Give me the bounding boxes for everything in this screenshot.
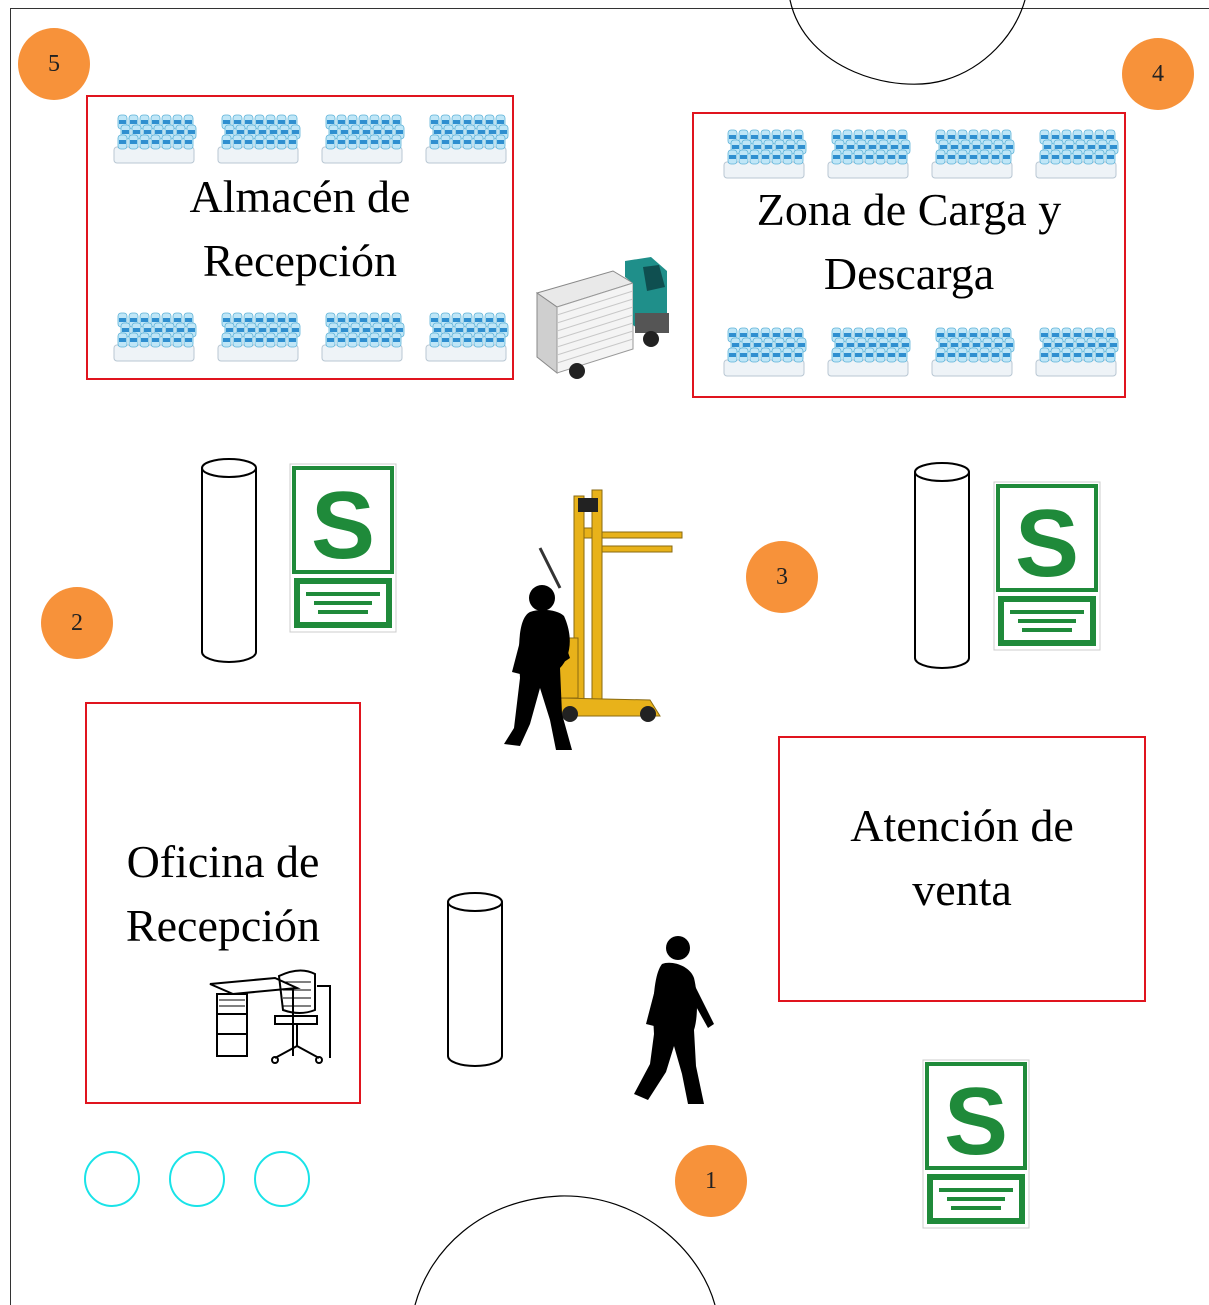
forklift-worker-icon [504,489,683,750]
reception-warehouse-zone: Almacén de Recepción [86,95,514,380]
water-pallet-icon [110,107,198,169]
water-pallet-icon [214,107,302,169]
truck-icon [535,257,669,379]
water-pallet-icon [214,305,302,367]
marker-1: 1 [675,1145,747,1217]
loading-zone: Zona de Carga y Descarga [692,112,1126,398]
zone-label: Oficina de Recepción [125,836,321,951]
safe-zone-sign-icon: S [992,480,1102,652]
water-pallet-icon [928,122,1016,184]
water-pallet-icon [318,305,406,367]
door-arc-icon [414,1195,716,1305]
marker-4: 4 [1122,38,1194,110]
cyan-circles [84,1151,310,1207]
water-pallet-icon [824,122,912,184]
svg-text:S: S [1015,490,1079,597]
reception-office-zone: Oficina de Recepción [85,702,361,1104]
marker-2: 2 [41,587,113,659]
walking-person-icon [634,936,714,1104]
water-pallet-icon [422,305,510,367]
column-icon [447,892,503,1067]
desk-chair-icon [209,969,331,1064]
water-pallet-icon [824,320,912,382]
water-pallet-row [720,122,1120,184]
water-pallet-icon [928,320,1016,382]
zone-label: Zona de Carga y Descarga [756,184,1062,299]
water-pallet-icon [1032,320,1120,382]
building-outline [10,8,1209,1305]
marker-5: 5 [18,28,90,100]
water-pallet-row [110,107,510,169]
water-pallet-row [110,305,510,367]
water-pallet-icon [318,107,406,169]
zone-label: Atención de venta [850,800,1074,915]
safe-zone-sign-icon: S [921,1058,1031,1230]
safe-zone-sign-icon: S [288,462,398,634]
sales-attention-zone: Atención de venta [778,736,1146,1002]
column-icon [914,462,970,669]
water-pallet-icon [422,107,510,169]
svg-text:S: S [944,1068,1008,1175]
water-pallet-icon [720,320,808,382]
water-pallet-icon [110,305,198,367]
svg-text:S: S [311,472,375,579]
water-pallet-icon [720,122,808,184]
marker-3: 3 [746,541,818,613]
water-pallet-icon [1032,122,1120,184]
zone-label: Almacén de Recepción [189,171,411,286]
column-icon [201,458,257,663]
water-pallet-row [720,320,1120,382]
door-arc-icon [789,0,1026,85]
